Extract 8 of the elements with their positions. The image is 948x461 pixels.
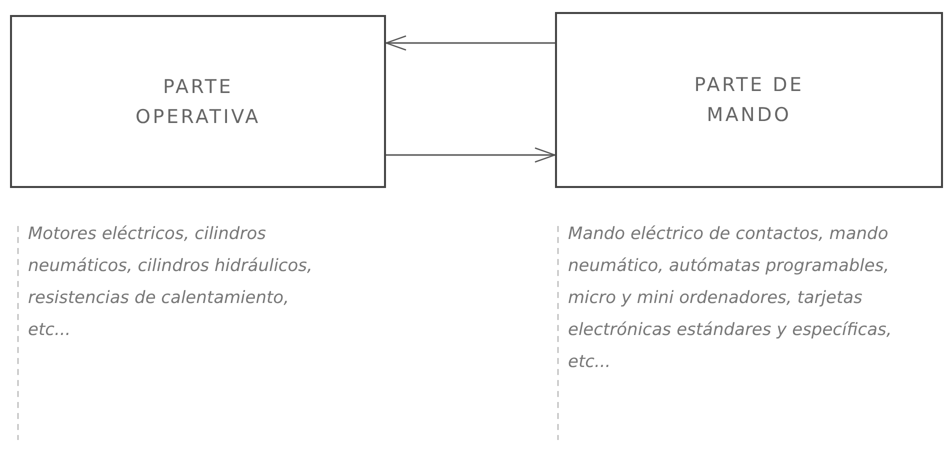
box-title: PARTE OPERATIVA: [134, 74, 262, 130]
process-box: [555, 12, 943, 188]
arrow: [386, 147, 556, 163]
process-box: [10, 15, 386, 188]
description-text: Mando eléctrico de contactos, mando neumático, autómatas programables, micro y mini ordenadores, tarjetas electrónicas estándares y específicas, etc...: [568, 223, 893, 374]
description-text: Motores eléctricos, cilindros neumáticos, cilindros hidráulicos, resistencias de calentamiento, etc...: [28, 223, 314, 342]
arrow: [385, 35, 555, 51]
box-title: PARTE DE MANDO: [693, 73, 805, 128]
